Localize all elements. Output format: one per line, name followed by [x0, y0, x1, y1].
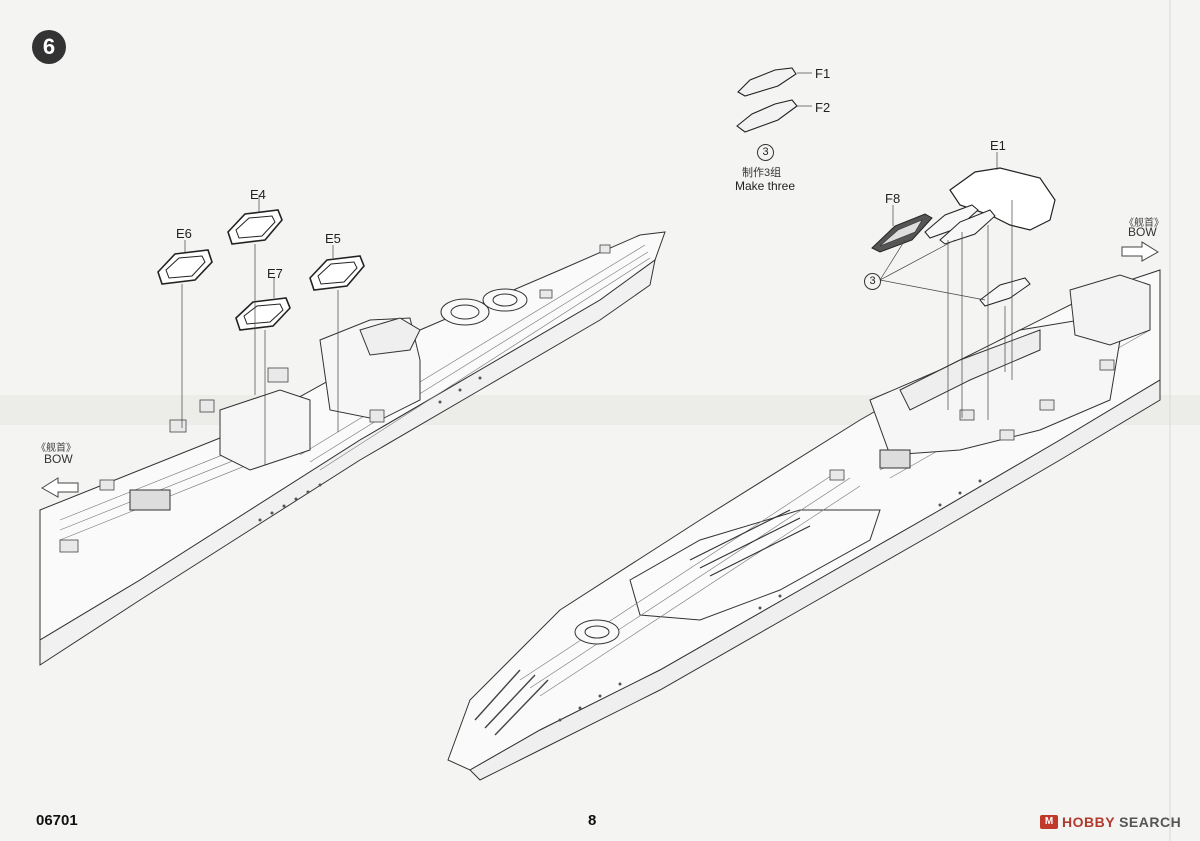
- right-leader-lines: [797, 72, 1013, 420]
- right-barrels: [689, 509, 811, 577]
- bow-arrow-right: [1121, 241, 1159, 262]
- left-details: [59, 244, 611, 553]
- left-turret-b-inner: [492, 293, 518, 307]
- label-e1: E1: [990, 138, 1006, 153]
- make-three-circled-number: 3: [757, 144, 774, 161]
- right-aft-tower: [1069, 274, 1151, 346]
- label-f1: F1: [815, 66, 831, 81]
- right-details: [829, 359, 1115, 481]
- left-leader-lines: [181, 195, 339, 465]
- watermark-search: SEARCH: [1119, 814, 1182, 830]
- part-e7-shape: [235, 297, 291, 331]
- label-e5: E5: [325, 231, 341, 246]
- label-e7: E7: [267, 266, 283, 281]
- label-e6: E6: [176, 226, 192, 241]
- part-f1-shape: [737, 67, 797, 97]
- left-hull-side: [39, 258, 656, 666]
- left-portholes: [258, 376, 482, 522]
- left-grating: [129, 489, 171, 511]
- left-ship-drawing: [39, 231, 666, 666]
- right-hull-side: [469, 379, 1161, 781]
- left-boat-rings: [157, 209, 365, 331]
- part-e5-shape: [309, 255, 365, 291]
- right-turret-inner: [584, 625, 610, 639]
- watermark-hobby: HOBBY: [1062, 814, 1116, 830]
- left-hull: [39, 231, 666, 641]
- label-f2: F2: [815, 100, 831, 115]
- bow-right-chinese: 《舰首》: [1124, 218, 1164, 229]
- part-e4-shape: [227, 209, 283, 245]
- right-boats-under-e1: [924, 204, 1031, 307]
- part-e1-shape: [949, 167, 1056, 231]
- bow-left-english: BOW: [44, 452, 73, 466]
- right-bridge: [869, 319, 1121, 456]
- part-f2-shape: [736, 99, 798, 133]
- bow-right-english: BOW: [1128, 225, 1157, 239]
- left-bridge-top: [359, 317, 421, 356]
- right-anchor-chains: [474, 669, 549, 736]
- make-three-english: Make three: [735, 179, 796, 193]
- watermark-logo-icon: M: [1040, 815, 1058, 829]
- make-three-chinese: 制作3组: [742, 167, 782, 179]
- bow-arrow-left: [41, 477, 79, 498]
- part-e6-shape: [157, 249, 213, 285]
- callout-3-circled: 3: [864, 273, 881, 290]
- right-foredeck: [629, 509, 881, 621]
- left-turret-a-inner: [450, 304, 480, 320]
- kit-code: 06701: [36, 812, 78, 829]
- watermark: M HOBBY SEARCH: [1040, 812, 1181, 832]
- step-number-badge: 6: [32, 30, 66, 64]
- right-portholes: [558, 479, 982, 722]
- label-f8: F8: [885, 191, 901, 206]
- bow-left-chinese: 《舰首》: [36, 443, 76, 454]
- label-e4: E4: [250, 187, 266, 202]
- page-number: 8: [588, 812, 597, 829]
- right-grating: [879, 449, 911, 469]
